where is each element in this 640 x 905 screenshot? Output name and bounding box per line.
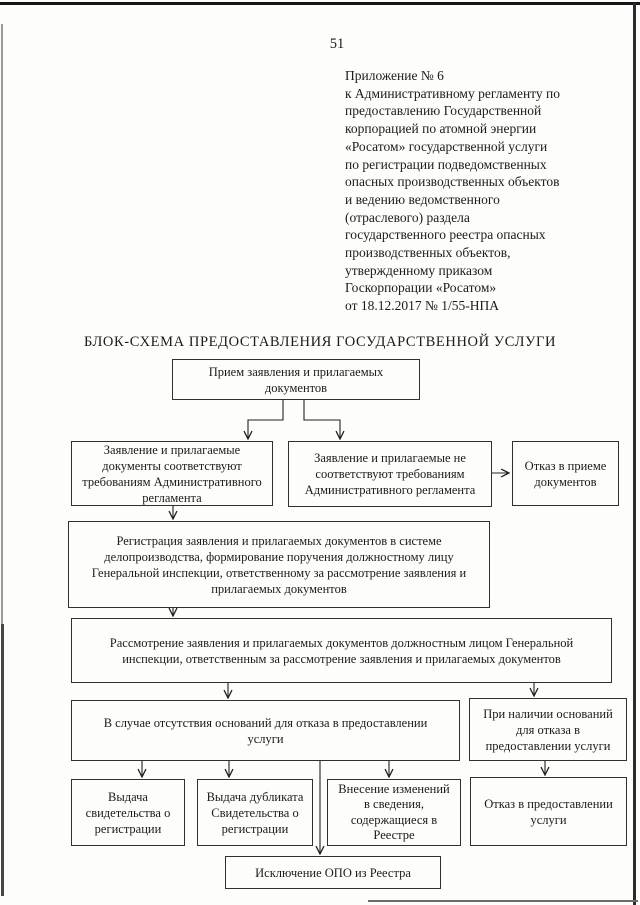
arrow-priem-to-nesootv [303,400,340,439]
arrow-priem-to-sootv [248,400,284,439]
flow-node-est-osnovania-dlya-otkaza: При наличии оснований для отказа в предо… [469,698,627,761]
flow-node-priem-zayavleniya: Прием заявления и прилагаемых документов [172,359,420,400]
flow-node-isklyuchenie-opo: Исключение ОПО из Реестра [225,856,441,889]
flow-node-vnesenie-izmenenij: Внесение изменений в сведения, содержащи… [327,779,461,846]
flow-node-otkaz-v-prieme: Отказ в приеме документов [512,441,619,506]
flow-node-net-osnovanij-dlya-otkaza: В случае отсутствия оснований для отказа… [71,700,460,761]
flow-node-vydacha-svidetelstva: Выдача свидетельства о регистрации [71,779,185,846]
page-number: 51 [329,36,345,52]
flow-node-vydacha-dublikata: Выдача дубликата Свидетельства о регистр… [197,779,313,846]
flow-node-registracia-zayavleniya: Регистрация заявления и прилагаемых доку… [68,521,490,608]
appendix-header: Приложение № 6 к Административному регла… [345,68,561,314]
flow-node-dokumenty-ne-sootvetstvuyut: Заявление и прилагаемые не соответствуют… [288,441,492,507]
flow-node-dokumenty-sootvetstvuyut: Заявление и прилагаемые документы соотве… [71,441,273,506]
flow-node-rassmotrenie-zayavleniya: Рассмотрение заявления и прилагаемых док… [71,618,612,683]
flow-node-otkaz-v-predostavlenii: Отказ в предоставлении услуги [470,777,627,846]
page-title: БЛОК-СХЕМА ПРЕДОСТАВЛЕНИЯ ГОСУДАРСТВЕННО… [83,334,557,350]
